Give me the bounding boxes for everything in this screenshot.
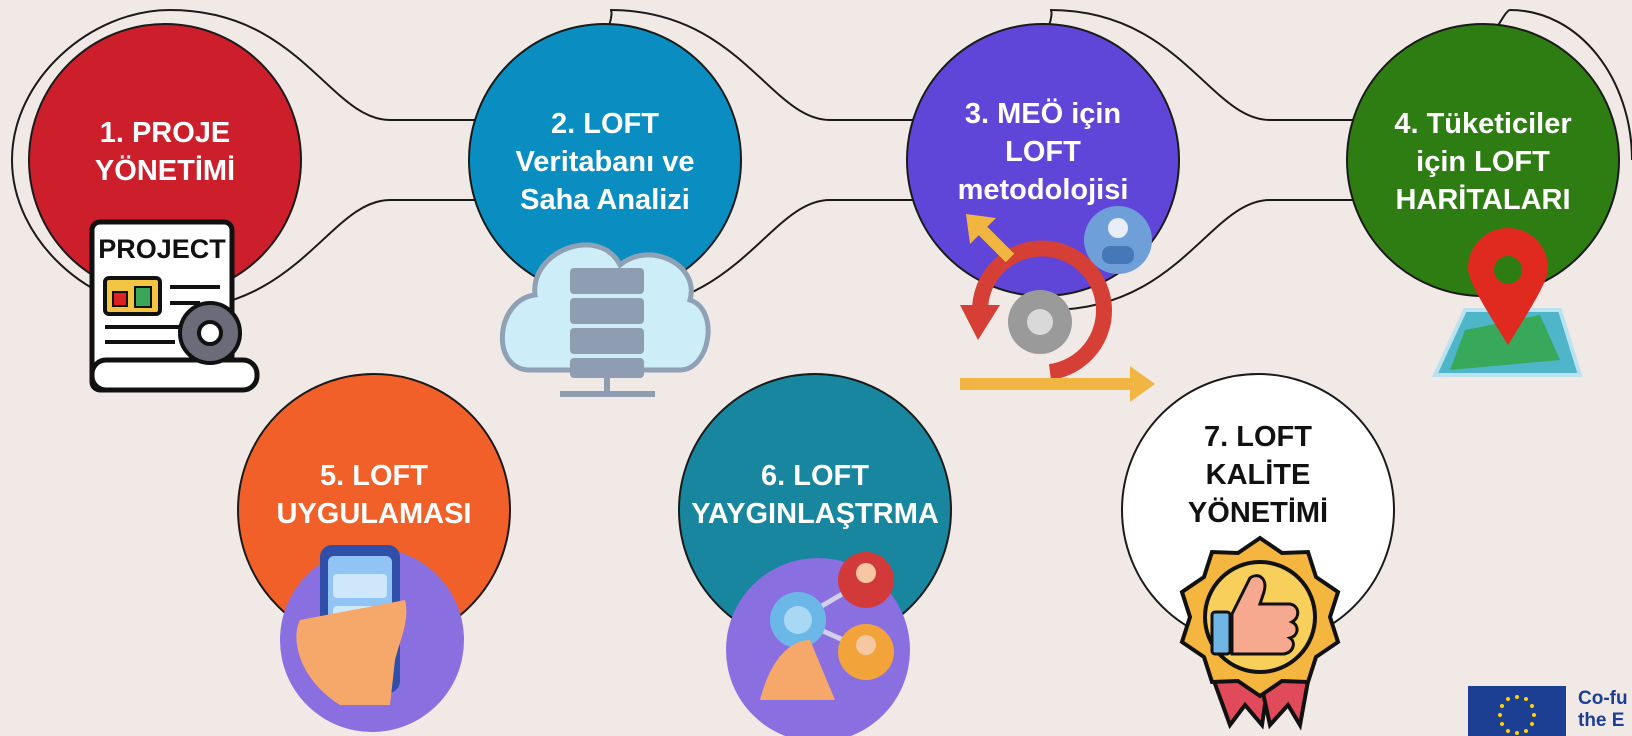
project-document-gear-icon: PROJECT bbox=[89, 219, 260, 393]
network-people-touch-icon bbox=[726, 552, 910, 736]
map-pin-icon bbox=[1431, 228, 1583, 377]
project-doc-text: PROJECT bbox=[98, 234, 226, 264]
cloud-database-server-icon bbox=[499, 242, 711, 397]
methodology-cycle-gear-icon bbox=[960, 206, 1155, 402]
smartphone-in-hand-icon bbox=[280, 545, 464, 732]
quality-badge-thumbs-up-icon bbox=[1179, 535, 1341, 731]
eu-flag-icon bbox=[1468, 686, 1566, 736]
chain-outline bbox=[10, 9, 1632, 311]
